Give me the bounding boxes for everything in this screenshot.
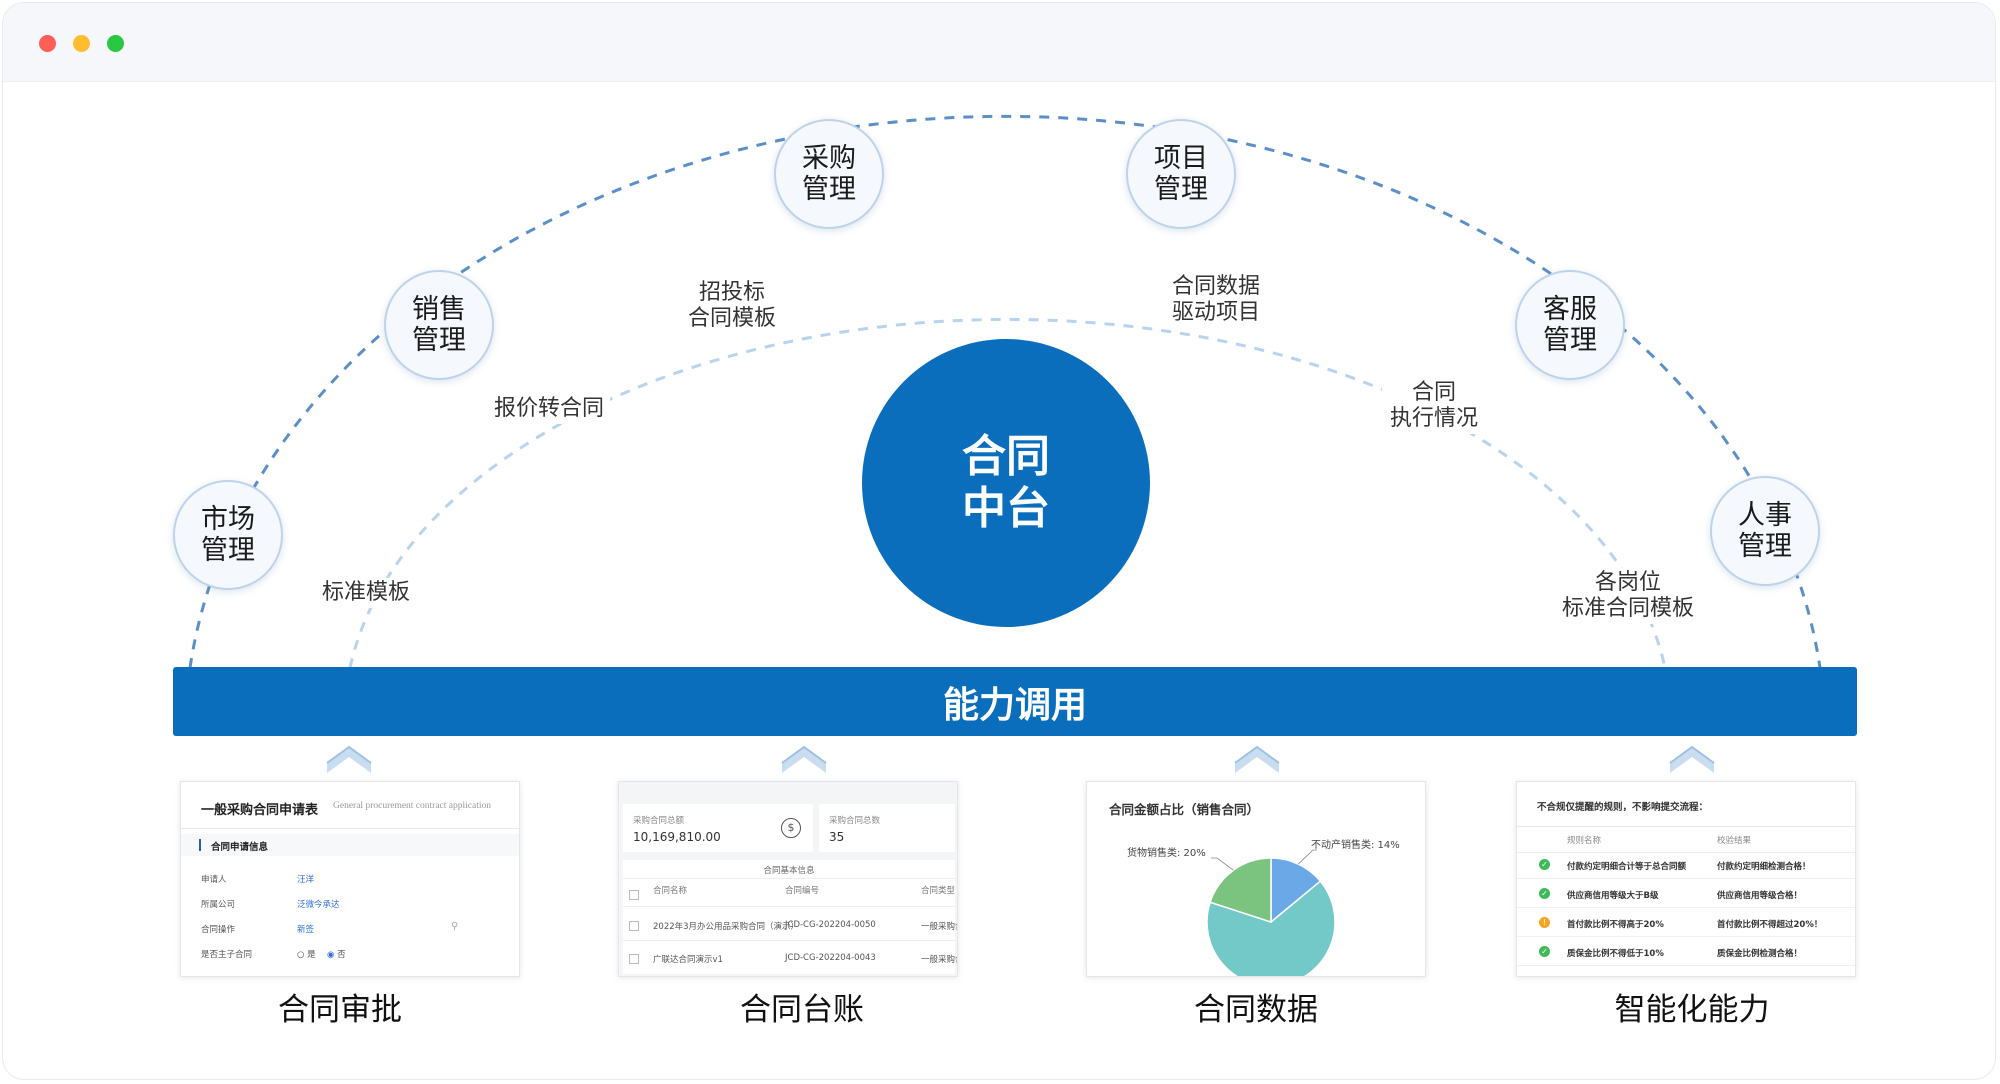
flow-label-quote-to-contract: 报价转合同 xyxy=(488,394,611,424)
pie-leader-line xyxy=(1297,849,1317,865)
flow-label-contract-execution: 合同 执行情况 xyxy=(1382,378,1487,434)
money-bag-icon: $ xyxy=(781,818,801,838)
node-market-management: 市场 管理 xyxy=(173,480,283,590)
company-link[interactable]: 泛微今承达 xyxy=(297,900,340,910)
rule-name: 付款约定明细合计等于总合同额 xyxy=(1567,862,1687,872)
check-circle-icon: ✓ xyxy=(1539,946,1550,957)
radio-yes[interactable]: ○ 是 xyxy=(297,950,316,960)
radio-no[interactable]: ◉ 否 xyxy=(327,950,346,960)
approval-form-card: 一般采购合同申请表 General procurement contract a… xyxy=(180,781,520,977)
capability-bar: 能力调用 xyxy=(173,667,1857,736)
minimize-window-icon[interactable] xyxy=(73,35,90,52)
check-circle-icon: ✓ xyxy=(1539,859,1550,870)
window-titlebar xyxy=(3,3,1995,82)
contract-hub: 合同 中台 xyxy=(862,339,1150,627)
contract-operation-field[interactable]: 新签 xyxy=(297,925,315,935)
pie-slice-label: 货物销售类: 20% xyxy=(1127,846,1206,859)
row-checkbox[interactable] xyxy=(629,954,639,964)
warning-icon: ! xyxy=(1539,917,1550,928)
caption-data: 合同数据 xyxy=(1194,992,1318,1028)
node-service-management: 客服 管理 xyxy=(1515,270,1625,380)
flow-label-position-template: 各岗位 标准合同模板 xyxy=(1556,568,1701,624)
chart-title: 合同金额占比（销售合同） xyxy=(1109,802,1260,817)
rule-result: 质保金比例检测合格！ xyxy=(1717,949,1803,959)
rule-name: 供应商信用等级大于B级 xyxy=(1567,891,1659,901)
maximize-window-icon[interactable] xyxy=(107,35,124,52)
row-checkbox[interactable] xyxy=(629,921,639,931)
stat-total-count: 采购合同总数 35 xyxy=(819,804,955,852)
chevron-up-icon xyxy=(1234,745,1280,773)
pie-slice xyxy=(1206,880,1336,976)
flow-label-standard-template: 标准模板 xyxy=(316,578,417,608)
form-subtitle: General procurement contract application xyxy=(333,801,491,811)
stat-total-amount: 采购合同总额 10,169,810.00 $ xyxy=(623,804,813,852)
check-circle-icon: ✓ xyxy=(1539,888,1550,899)
ledger-card: 采购合同总额 10,169,810.00 $ 采购合同总数 35 合同基本信息 … xyxy=(618,781,958,977)
node-sales-management: 销售 管理 xyxy=(384,270,494,380)
pie-chart: 货物销售类: 20% 不动产销售类: 14% xyxy=(1127,838,1400,976)
node-purchase-management: 采购 管理 xyxy=(774,119,884,229)
pie-leader-line xyxy=(1211,857,1234,871)
rules-title: 不合规仅提醒的规则，不影响提交流程： xyxy=(1537,802,1709,813)
form-section-title: 合同申请信息 xyxy=(211,842,269,853)
contract-table: 合同基本信息 合同名称 合同编号 合同类型 2022年3月办公用品采购合同（演示… xyxy=(623,860,957,974)
rule-name: 质保金比例不得低于10% xyxy=(1567,949,1664,959)
chevron-up-icon xyxy=(781,745,827,773)
caption-approval: 合同审批 xyxy=(278,992,402,1028)
pie-slice-label: 不动产销售类: 14% xyxy=(1311,838,1400,851)
select-all-checkbox[interactable] xyxy=(629,890,639,900)
pie-slice xyxy=(1270,857,1322,924)
rule-result: 供应商信用等级合格！ xyxy=(1717,891,1803,901)
applicant-link[interactable]: 汪洋 xyxy=(297,875,315,885)
search-icon[interactable]: ⚲ xyxy=(451,921,459,932)
caption-ledger: 合同台账 xyxy=(740,992,864,1028)
flow-label-data-drives-project: 合同数据 驱动项目 xyxy=(1164,272,1269,328)
flow-label-bidding-template: 招投标 合同模板 xyxy=(680,278,785,334)
outer-arc xyxy=(188,114,1822,669)
rule-result: 付款约定明细检测合格！ xyxy=(1717,862,1811,872)
node-hr-management: 人事 管理 xyxy=(1710,476,1820,586)
chevron-up-icon xyxy=(326,745,372,773)
smart-rules-card: 不合规仅提醒的规则，不影响提交流程： 规则名称 校验结果 ✓付款约定明细合计等于… xyxy=(1516,781,1856,977)
inner-arc xyxy=(348,317,1667,669)
chevron-up-icon xyxy=(1669,745,1715,773)
form-title: 一般采购合同申请表 xyxy=(201,803,319,818)
caption-smart: 智能化能力 xyxy=(1614,992,1770,1028)
contract-data-card: 合同金额占比（销售合同） 货物销售类: 20% 不动产销售类: 14% xyxy=(1086,781,1426,977)
rule-name: 首付款比例不得高于20% xyxy=(1567,920,1664,930)
rule-result: 首付款比例不得超过20%！ xyxy=(1717,920,1823,930)
node-project-management: 项目 管理 xyxy=(1126,119,1236,229)
pie-slice xyxy=(1209,857,1272,924)
close-window-icon[interactable] xyxy=(39,35,56,52)
